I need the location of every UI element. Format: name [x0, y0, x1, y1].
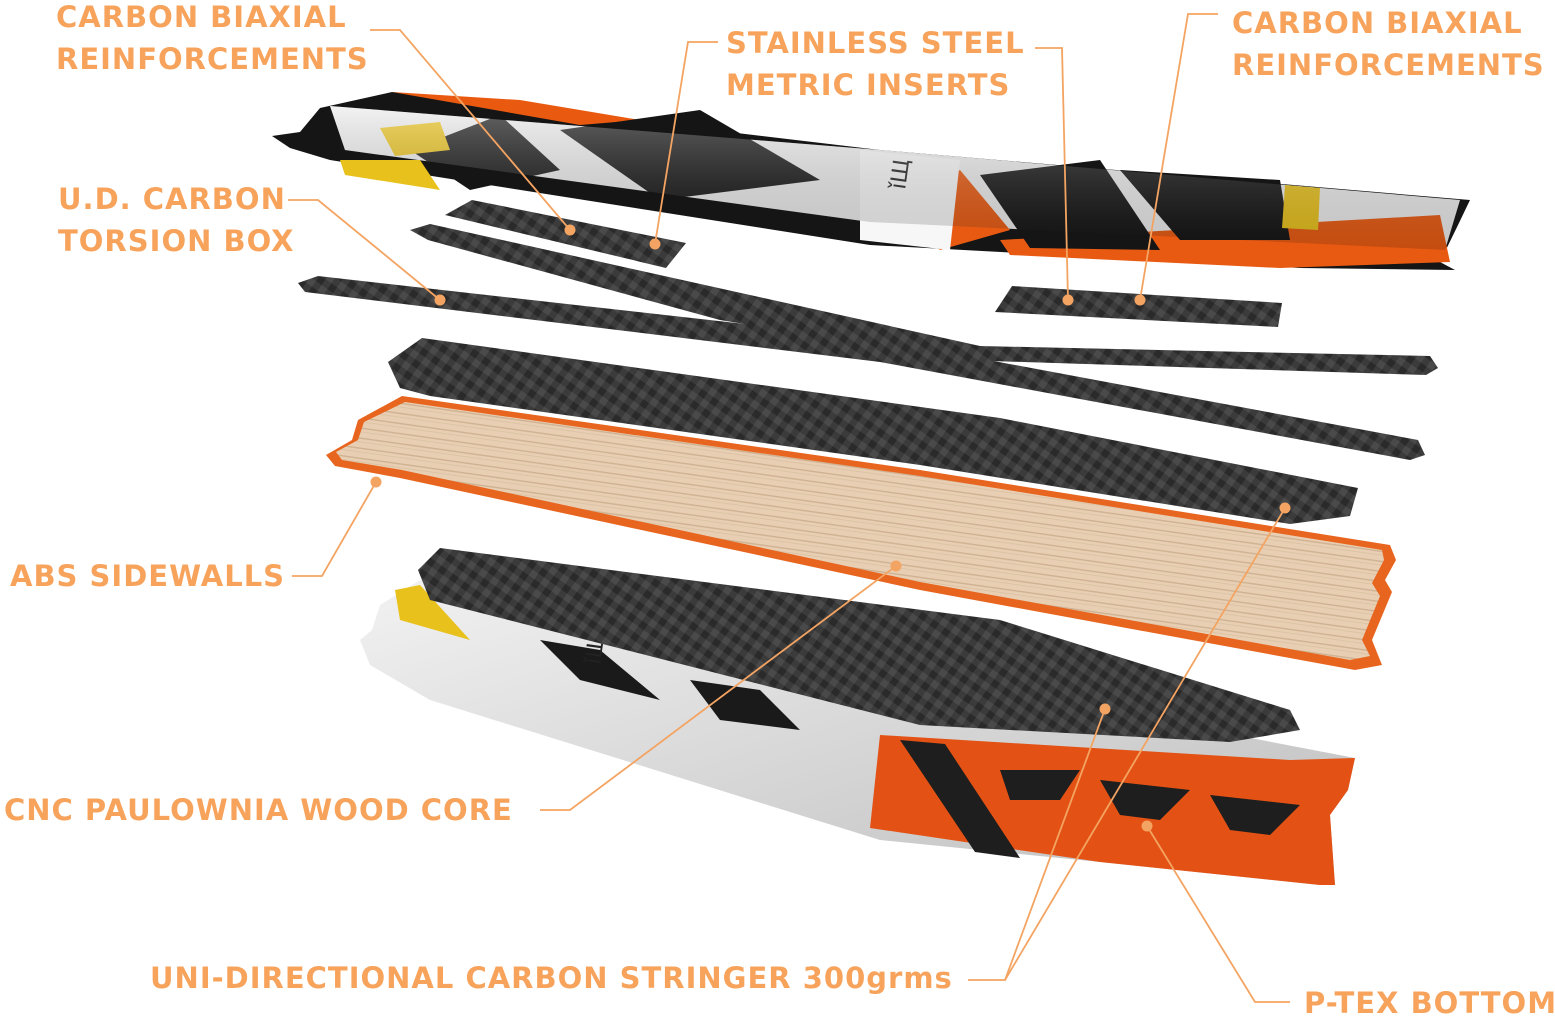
label-line: STAINLESS STEEL — [726, 26, 1025, 60]
leader-stainless-steel-right — [1035, 47, 1069, 301]
leader-cnc-core — [540, 565, 897, 811]
label-ud-carbon: U.D. CARBON TORSION BOX — [58, 178, 295, 262]
label-ptex-bottom: P-TEX BOTTOM — [1304, 982, 1555, 1024]
leader-stainless-steel — [654, 41, 718, 245]
label-line: METRIC INSERTS — [726, 68, 1011, 102]
label-line: CNC PAULOWNIA WOOD CORE — [4, 793, 513, 827]
label-line: U.D. CARBON — [58, 182, 286, 216]
label-line: UNI-DIRECTIONAL CARBON STRINGER 300grms — [150, 961, 953, 995]
leader-dots — [370, 224, 1291, 832]
label-cnc-core: CNC PAULOWNIA WOOD CORE — [4, 789, 513, 831]
label-line: P-TEX BOTTOM — [1304, 986, 1555, 1020]
leader-ptex — [1146, 825, 1290, 1003]
label-carbon-biaxial-right: CARBON BIAXIAL REINFORCEMENTS — [1232, 2, 1545, 86]
label-stainless-steel: STAINLESS STEEL METRIC INSERTS — [726, 22, 1025, 106]
leader-abs-sidewalls — [292, 481, 377, 577]
carbon-stringer-layer — [388, 338, 1358, 524]
leader-carbon-biaxial-left — [370, 29, 571, 231]
leader-ud-carbon — [288, 199, 441, 301]
label-line: ABS SIDEWALLS — [10, 559, 286, 593]
label-line: CARBON BIAXIAL — [1232, 6, 1523, 40]
wood-core-layer — [326, 396, 1396, 670]
label-abs-sidewalls: ABS SIDEWALLS — [10, 555, 285, 597]
label-line: CARBON BIAXIAL — [56, 0, 347, 34]
carbon-biaxial-patch-left — [445, 200, 686, 268]
leader-lines — [288, 13, 1290, 1003]
top-deck-layer: ǐЩ — [272, 92, 1470, 270]
carbon-biaxial-patch-right — [995, 286, 1282, 327]
leader-uni-stringer-b — [1004, 507, 1286, 981]
label-uni-stringer: UNI-DIRECTIONAL CARBON STRINGER 300grms — [150, 957, 953, 999]
label-line: REINFORCEMENTS — [56, 42, 369, 76]
leader-carbon-biaxial-right — [1139, 13, 1218, 301]
ud-carbon-torsion-box-layer — [298, 224, 1438, 460]
label-line: TORSION BOX — [58, 224, 295, 258]
label-line: REINFORCEMENTS — [1232, 48, 1545, 82]
label-carbon-biaxial-left: CARBON BIAXIAL REINFORCEMENTS — [56, 0, 369, 80]
